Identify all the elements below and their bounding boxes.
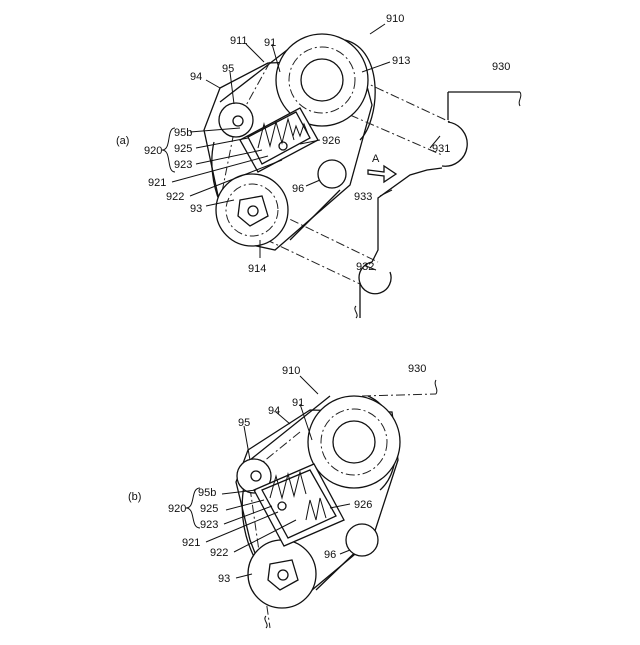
label-925-b: 925 (200, 503, 218, 515)
pulley-913-a (276, 34, 368, 126)
label-91-a: 91 (264, 37, 276, 49)
label-95-a: 95 (222, 63, 234, 75)
label-95-b: 95 (238, 417, 250, 429)
label-91-b: 91 (292, 397, 304, 409)
idler-96-b (346, 524, 378, 556)
guide-line-a1 (360, 80, 450, 122)
label-95b-a: 95b (174, 127, 192, 139)
label-93-b: 93 (218, 573, 230, 585)
pulley-95-a (219, 103, 253, 137)
label-94-b: 94 (268, 405, 280, 417)
arrow-a (368, 166, 396, 182)
label-925-a: 925 (174, 143, 192, 155)
label-920-b: 920 (168, 503, 186, 515)
label-926-a: 926 (322, 135, 340, 147)
frame-break-a2 (355, 306, 357, 318)
panel-label-b: (b) (128, 491, 141, 503)
label-921-a: 921 (148, 177, 166, 189)
label-arrow-a: A (372, 153, 380, 165)
idler-96-a (318, 160, 346, 188)
label-920-a: 920 (144, 145, 162, 157)
guide-line-b1 (362, 394, 436, 396)
label-910-a: 910 (386, 13, 404, 25)
frame-break-b2 (265, 616, 267, 628)
label-913-a: 913 (392, 55, 410, 67)
label-911-a: 911 (230, 35, 248, 47)
frame-break-b1 (435, 380, 437, 394)
label-95b-b: 95b (198, 487, 216, 499)
label-930-b: 930 (408, 363, 426, 375)
label-930-a: 930 (492, 61, 510, 73)
label-926-b: 926 (354, 499, 372, 511)
label-931-a: 931 (432, 143, 450, 155)
label-94-a: 94 (190, 71, 202, 83)
panel-label-a: (a) (116, 135, 129, 147)
label-922-a: 922 (166, 191, 184, 203)
frame-930-a (360, 92, 520, 318)
label-96-a: 96 (292, 183, 304, 195)
pulley-914-a (216, 174, 288, 246)
label-96-b: 96 (324, 549, 336, 561)
label-933-a: 933 (354, 191, 372, 203)
pulley-93-b (248, 540, 316, 608)
figure-b: (b) 910 930 94 91 95 95b 925 920 923 921… (128, 363, 437, 628)
figure-a: (a) 910 911 91 913 930 94 95 95b 925 920… (116, 13, 521, 318)
pulley-91-b (308, 396, 400, 488)
label-932-a: 932 (356, 261, 374, 273)
label-914-a: 914 (248, 263, 266, 275)
label-921-b: 921 (182, 537, 200, 549)
label-910-b: 910 (282, 365, 300, 377)
label-922-b: 922 (210, 547, 228, 559)
label-93-a: 93 (190, 203, 202, 215)
label-923-b: 923 (200, 519, 218, 531)
label-923-a: 923 (174, 159, 192, 171)
frame-break-a1 (519, 92, 521, 106)
